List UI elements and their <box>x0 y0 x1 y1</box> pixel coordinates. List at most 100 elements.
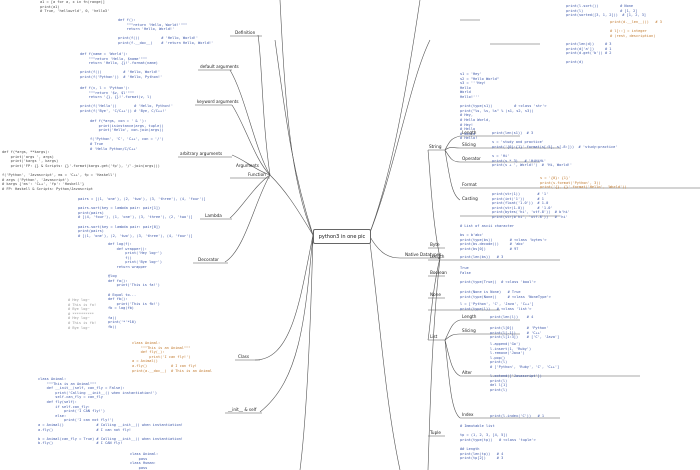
code-line: print('kargs ', kargs) <box>2 159 59 164</box>
code-line: print(l.index('C')) # 1 <box>490 414 545 418</box>
branch-line <box>444 135 461 151</box>
code-line: def f(v, l = 'Python'): <box>80 86 130 90</box>
code-line: # Hello <box>460 127 476 132</box>
branch-line <box>444 149 461 201</box>
branch-line <box>269 174 314 236</box>
code-line: l.insert(1, 'Ruby') <box>490 346 532 351</box>
topic-function: Function <box>248 172 266 177</box>
code-line: print(f.__doc__) # 'return Hello, World!… <box>118 40 214 45</box>
code-line: fa() <box>108 315 117 320</box>
code-line: s = 'Hi' <box>492 154 510 158</box>
branch-line <box>279 0 314 236</box>
code-line: """return '$v, $l'""" <box>80 90 135 95</box>
branch-line <box>274 39 314 236</box>
code-line: print(sorted([3, 1, 2])) # [1, 2, 3] <box>566 13 647 18</box>
code-line: print(type(True)) # <class 'bool'> <box>460 279 536 284</box>
code-line: Hello <box>460 85 471 90</box>
code-line: print(float('1.0')) # 1.0 <box>492 201 549 206</box>
code-line: def f(name = 'World'): <box>80 52 128 56</box>
code-line: def __init__(self, can_fly = False): <box>38 386 125 391</box>
code-line: a = Animal() # Calling __init__() when i… <box>38 422 183 427</box>
branch-line <box>231 154 271 176</box>
code-line: print('*'*10) <box>108 320 137 325</box>
code-line: return 'Hello, World!' <box>118 27 175 32</box>
code-line: ## Length <box>460 446 480 451</box>
topic-list-length: Length <box>462 314 477 319</box>
code-line: print(s * 3) # 'HiHiHi' <box>492 158 547 163</box>
code-line: print('args ', args) <box>2 154 54 159</box>
code-line: print(s.format('Python', 3)) <box>540 180 601 185</box>
code-line: a.fly() # I can fly! <box>132 363 197 368</box>
code-line: Hello!''' <box>460 94 480 99</box>
branch-line <box>224 174 271 263</box>
code-block: pairs = [(1, 'one'), (2, 'two'), (3, 'th… <box>78 197 206 238</box>
branch-line <box>368 39 431 236</box>
code-block: print(l[0]) # 'Python'print(l[-1]) # 'C+… <box>490 326 559 340</box>
code-line: s3 = '''Hey! <box>460 81 486 86</box>
code-line: print(l.sort()) # None <box>566 4 634 8</box>
code-line: return '{}, {}!'.format(v, l) <box>80 95 152 100</box>
branch-line <box>427 257 441 341</box>
branch-line <box>427 257 441 470</box>
branch-line <box>259 234 314 413</box>
code-line: # List of ascii character <box>460 224 515 228</box>
code-line: print(l) <box>490 360 508 365</box>
code-line: print(None is None) # True <box>460 290 521 294</box>
central-topic: python3 in one pic <box>313 229 371 244</box>
branch-line <box>229 69 271 176</box>
code-line: else: <box>38 413 67 418</box>
code-line: def fly(_): <box>132 350 165 355</box>
code-block: l = ['Python', 'C', 'Java', 'C++']print(… <box>460 302 534 311</box>
code-line: b = Animal(can_fly = True) # Calling __i… <box>38 436 183 441</box>
code-line: print("%s, %s, %s" % (s1, s2, s3)) <box>460 108 534 113</box>
code-line: # (rest, description) <box>610 33 656 38</box>
code-line: print(len(tp)) # 4 <box>460 451 504 456</box>
code-block: l.append('Go')l.insert(1, 'Ruby')l.remov… <box>490 342 559 393</box>
code-line: l.extend(['Javascript']) <box>490 374 542 379</box>
code-line: # Bye log~ <box>68 307 90 312</box>
code-line: print('FP: {} & Scripts: {}'.format(karg… <box>2 163 160 168</box>
code-line: pass <box>130 456 148 461</box>
code-line: if self.can_fly: <box>38 404 90 409</box>
code-line: # [(1, 'one'), (2, 'two'), (3, 'three'),… <box>78 233 193 238</box>
code-line: s1 = 'Hey' <box>460 72 482 76</box>
branch-line <box>368 234 401 259</box>
code-line: a.fly() # I can not fly! <box>38 427 132 432</box>
code-line: s = 'study and practice' <box>492 140 544 144</box>
code-block: # List of ascii character bs = b'abc'pri… <box>460 224 547 252</box>
code-block: s = 'Hi'print(s * 3) # 'HiHiHi'print(s +… <box>492 154 572 168</box>
code-line: # args ('Python', 'Javascript') <box>2 177 70 182</box>
code-line: # Hello! <box>460 136 478 141</box>
topic-keyword-arguments: keyword arguments <box>197 99 239 104</box>
branch-line <box>444 339 461 419</box>
code-line: pairs = [(1, 'one'), (2, 'two'), (3, 'th… <box>78 197 206 201</box>
topic-none: None <box>430 292 441 297</box>
topic-list-slicing: Slicing <box>462 328 476 333</box>
topic-string-casting: Casting <box>462 196 478 201</box>
code-line: # FP: Haskell & Scripts: Python/Javascri… <box>2 186 93 191</box>
code-line: a1 = [a for a, x in fn(range)] <box>40 0 105 4</box>
code-line: False <box>460 270 471 275</box>
code-line: print(len(l)) # 4 <box>490 315 534 319</box>
code-line: # Immutable list <box>460 424 495 428</box>
code-line: # Bye log~ <box>68 325 90 330</box>
code-line: l.append('Go') <box>490 342 521 346</box>
code-line: s2 = "Hello World" <box>460 76 499 81</box>
code-line: print(l) # [1, 2] <box>566 8 638 13</box>
topic-string-format: Format <box>462 182 477 187</box>
code-line: print('This is fb!') <box>108 301 160 306</box>
code-line: print(f()) # 'Hello, World!' <box>118 36 199 41</box>
code-line: """return 'Hello, World!'""" <box>118 22 188 27</box>
code-line: f() <box>108 255 132 260</box>
code-line: print(int('1')) # 1 <box>492 196 544 201</box>
code-line: self.can_fly = can_fly <box>38 395 103 400</box>
code-line: # ********** <box>68 311 94 316</box>
topic-list-alter: Alter <box>462 370 472 375</box>
code-line: print('Bye log~') <box>108 260 163 265</box>
code-line: print(str(b'hi', 'utf-8')) # 'hi' <box>492 214 568 219</box>
branch-line <box>368 0 421 236</box>
